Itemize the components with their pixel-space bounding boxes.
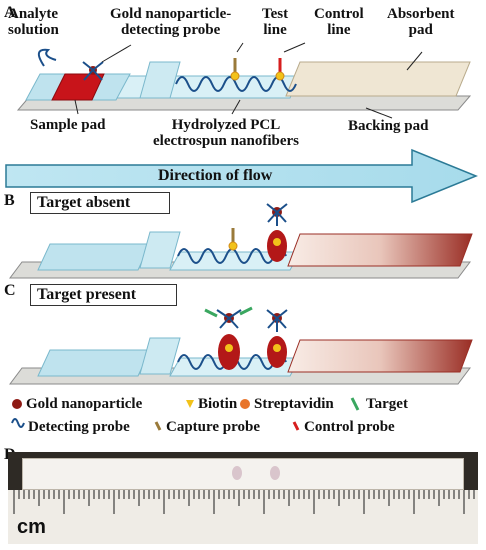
flow-arrow (5, 148, 478, 204)
ruler-ticks (13, 490, 475, 514)
gold-nanoparticle-icon (12, 399, 22, 409)
legend-gold-nanoparticle: Gold nanoparticle (26, 396, 143, 412)
control-probe-icon (292, 421, 300, 431)
strip-c (9, 306, 473, 385)
legend-control-probe: Control probe (304, 419, 395, 435)
absorbent-pad (285, 61, 471, 97)
strip-photo (8, 452, 478, 544)
label-test-line: Test line (262, 6, 289, 38)
label-backing-pad: Backing pad (348, 118, 429, 134)
legend-detecting-probe: Detecting probe (28, 419, 130, 435)
capture-probe-icon (154, 421, 162, 431)
legend-streptavidin: Streptavidin (254, 396, 334, 412)
panel-letter-c: C (4, 282, 16, 299)
photo-strip (22, 458, 464, 490)
strip-a (16, 42, 472, 119)
legend-target: Target (366, 396, 408, 412)
flow-label: Direction of flow (158, 167, 273, 184)
target-icon (350, 397, 360, 411)
sample-pad-red (51, 73, 105, 101)
label-hydrolyzed: Hydrolyzed PCL electrospun nanofibers (153, 117, 299, 149)
label-absorbent-pad: Absorbent pad (387, 6, 455, 38)
ruler (8, 490, 478, 544)
target-absent-box: Target absent (30, 192, 170, 214)
photo-control-dot (270, 466, 280, 480)
biotin-icon (186, 400, 194, 408)
label-sample-pad: Sample pad (30, 117, 106, 133)
target-present-box: Target present (30, 284, 177, 306)
label-control-line: Control line (314, 6, 364, 38)
legend-biotin: Biotin (198, 396, 238, 412)
analyte-droplet (37, 48, 57, 67)
panel-letter-b: B (4, 192, 15, 209)
detecting-probe-icon (11, 418, 25, 428)
fibers-a (175, 76, 297, 92)
label-gold-probe: Gold nanoparticle- detecting probe (110, 6, 232, 38)
streptavidin-icon (240, 399, 250, 409)
strip-b (9, 203, 473, 279)
photo-test-dot (232, 466, 242, 480)
legend-capture-probe: Capture probe (166, 419, 261, 435)
ruler-cm-label: cm (14, 516, 49, 538)
label-analyte-solution: Analyte solution (8, 6, 59, 38)
panel-letter-a: A (4, 4, 16, 21)
